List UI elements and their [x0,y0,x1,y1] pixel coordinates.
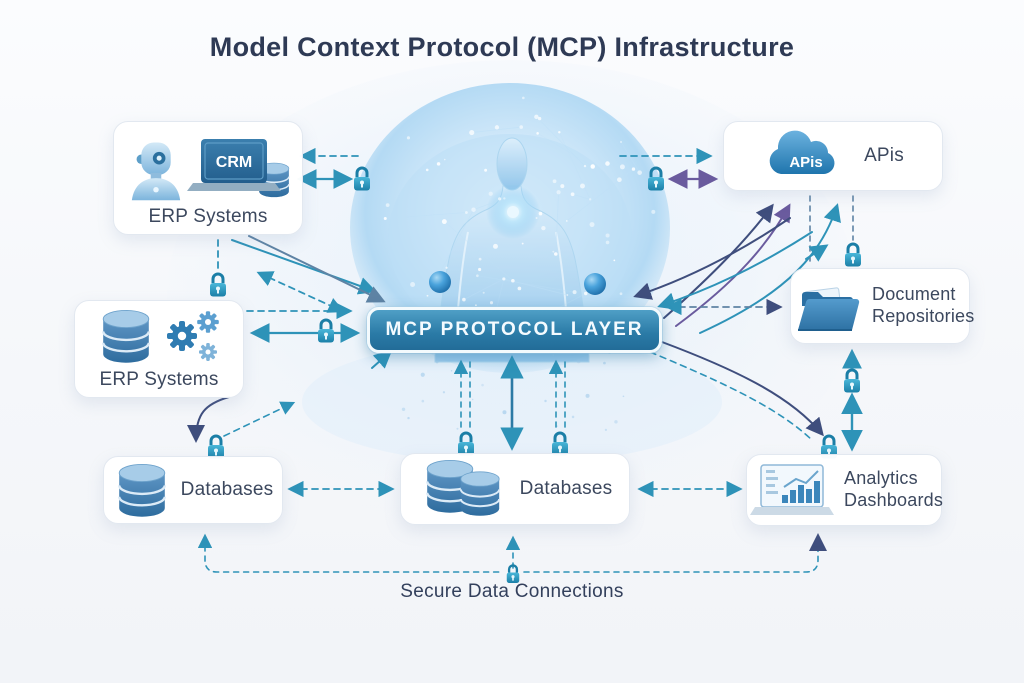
node-apis: APis APis [723,121,943,191]
secure-data-connections-caption: Secure Data Connections [400,581,624,602]
arrow-to-docs [805,244,829,262]
node-label: ERP Systems [99,369,219,391]
node-document-repositories: Document Repositories [790,268,975,344]
cloud-text: APis [789,154,822,171]
node-label: Analytics Dashboards [844,468,944,510]
lock-icon [842,368,862,394]
node-label: APis [864,145,904,167]
lock-icon [843,242,863,268]
database-icon [425,459,500,517]
database-icon [117,463,166,518]
node-label: ERP Systems [148,206,268,228]
arrow-small-ne [371,350,393,369]
sphere-right [584,273,606,295]
analytics-laptop-icon [750,464,834,516]
node-label: Document Repositories [872,284,975,326]
mcp-protocol-layer-banner: MCP PROTOCOL LAYER [367,307,662,353]
node-crm-erp-systems: CRM ERP Systems [113,121,303,235]
sphere-left [429,271,451,293]
node-erp-systems: ERP Systems [74,300,244,398]
banner-label: MCP PROTOCOL LAYER [385,319,644,340]
arrow-mcp-to-analytics-dashed [649,351,813,441]
cloud-icon: APis [769,130,835,174]
arrow-apis-to-mcp-1 [633,217,791,300]
arrow-db-to-core-dashed [223,401,296,437]
node-databases-center: Databases [400,453,630,525]
database-gears-icon [102,309,219,365]
secure-loop-right [523,541,819,573]
secure-loop-left [197,533,503,573]
node-label: Databases [519,478,613,500]
page-title: Model Context Protocol (MCP) Infrastruct… [209,32,795,62]
robot-crm-laptop-icon: CRM [131,139,290,201]
crm-screen-text: CRM [216,154,252,171]
connection-arrows [187,147,863,573]
arrow-mcp-to-analytics [661,341,824,437]
node-databases-left: Databases [103,456,283,524]
arrow-crm-mcp-dashed [256,271,345,313]
folder-icon [797,286,861,331]
node-analytics-dashboards: Analytics Dashboards [746,454,944,526]
arrow-crm-to-mcp-2 [248,235,386,303]
node-label: Databases [180,479,274,501]
arrow-erp-to-db [187,396,230,443]
arrow-crm-to-mcp [231,239,377,295]
